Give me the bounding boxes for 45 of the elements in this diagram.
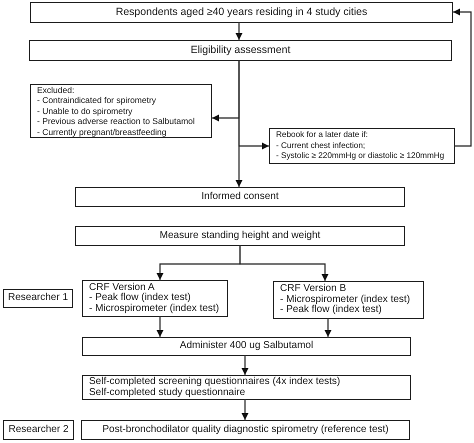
role-box xyxy=(3,289,73,308)
arrow xyxy=(242,356,248,375)
box-heading: CRF Version A xyxy=(89,282,155,293)
box-text: - Previous adverse reaction to Salbutamol xyxy=(37,116,195,127)
box-text: Self-completed study questionnaire xyxy=(89,388,246,398)
role-box xyxy=(3,420,74,440)
box-heading: Excluded: xyxy=(37,84,74,96)
process-box xyxy=(82,280,228,317)
box-text: - Systolic ≥ 220mmHg or diastolic ≥ 120mmHg xyxy=(276,151,444,162)
arrow xyxy=(156,317,164,337)
box-text: Informed consent xyxy=(201,192,279,202)
box-text: Eligibility assessment xyxy=(190,45,290,56)
arrow xyxy=(324,319,332,337)
arrow xyxy=(239,246,328,281)
box-text: - Peak flow (index test) xyxy=(280,305,382,316)
box-text: Measure standing height and weight xyxy=(160,230,320,242)
process-box xyxy=(75,226,405,246)
process-box xyxy=(81,420,410,440)
box-text: Researcher 1 xyxy=(8,293,68,304)
process-box xyxy=(29,40,452,61)
process-box xyxy=(82,337,411,356)
box-text: Administer 400 ug Salbutamol xyxy=(180,341,314,352)
box-text: - Microspirometer (index test) xyxy=(89,304,220,314)
process-box xyxy=(269,128,455,164)
process-box xyxy=(75,187,405,207)
box-text: - Unable to do spirometry xyxy=(37,106,132,116)
box-text: - Currently pregnant/breastfeeding xyxy=(37,126,166,138)
process-box xyxy=(30,84,212,138)
box-text: - Contraindicated for spirometry xyxy=(37,95,156,106)
box-text: Post-bronchodilator quality diagnostic spirometry (reference test) xyxy=(102,424,389,436)
process-box xyxy=(82,375,411,400)
box-text: Researcher 2 xyxy=(8,424,69,436)
box-text: - Microspirometer (index test) xyxy=(280,294,410,305)
box-text: Respondents aged ≥40 years residing in 4 study cities xyxy=(116,7,368,18)
process-box xyxy=(273,281,424,319)
box-text: Self-completed screening questionnaires (4x index tests) xyxy=(89,377,340,388)
process-box xyxy=(30,2,453,23)
box-heading: CRF Version B xyxy=(280,284,346,294)
arrow xyxy=(242,400,248,420)
arrow xyxy=(236,61,242,187)
box-text: - Current chest infection; xyxy=(276,140,366,152)
box-text: - Peak flow (index test) xyxy=(89,293,191,304)
arrow xyxy=(236,23,242,40)
arrow xyxy=(453,8,472,147)
box-heading: Rebook for a later date if: xyxy=(276,130,368,141)
